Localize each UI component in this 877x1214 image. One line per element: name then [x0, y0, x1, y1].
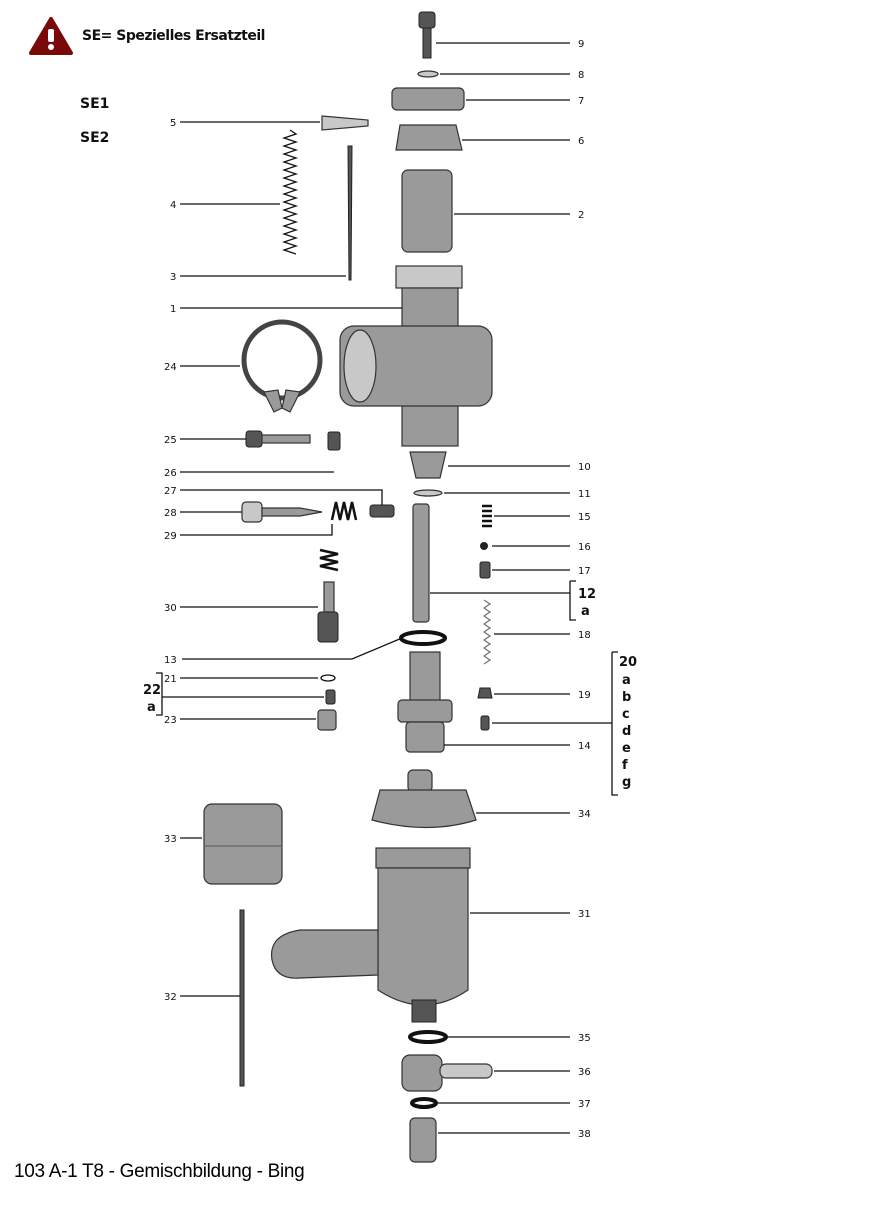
part-14-jet-holder	[397, 651, 453, 753]
label-5: 5	[170, 118, 176, 129]
part-8-washer	[417, 70, 439, 78]
label-23: 23	[164, 715, 177, 726]
label-7: 7	[578, 96, 584, 107]
part-6-cap	[395, 124, 463, 151]
part-38-banjo-bolt	[409, 1117, 437, 1163]
label-8: 8	[578, 70, 584, 81]
part-33-float	[203, 803, 283, 885]
label-21: 21	[164, 674, 177, 685]
part-11-washer	[413, 489, 443, 497]
se2-label: SE2	[80, 130, 110, 146]
label-20b: b	[622, 690, 631, 705]
legend-text: SE= Spezielles Ersatzteil	[82, 28, 265, 44]
part-28-idle-screw	[241, 501, 323, 523]
part-1-carburetor-body	[339, 265, 493, 447]
label-38: 38	[578, 1129, 591, 1140]
label-34: 34	[578, 809, 591, 820]
part-29b-spring	[319, 548, 339, 572]
label-20e: e	[622, 741, 631, 756]
label-20d: d	[622, 724, 631, 739]
part-36-banjo-fitting	[401, 1054, 493, 1092]
part-5-clip	[321, 115, 369, 131]
label-3: 3	[170, 272, 176, 283]
part-9-screw	[418, 11, 436, 59]
label-28: 28	[164, 508, 177, 519]
label-33: 33	[164, 834, 177, 845]
part-31-float-bowl	[270, 847, 471, 1023]
label-1: 1	[170, 304, 176, 315]
part-10-nut	[409, 451, 447, 479]
part-35-gasket	[408, 1030, 448, 1044]
part-19-jet	[477, 687, 493, 699]
part-23-plug	[317, 709, 337, 731]
se1-label: SE1	[80, 96, 110, 112]
label-6: 6	[578, 136, 584, 147]
label-32: 32	[164, 992, 177, 1003]
label-22a: a	[147, 700, 156, 715]
label-15: 15	[578, 512, 591, 523]
label-26: 26	[164, 468, 177, 479]
part-24-clamp	[241, 319, 323, 413]
label-18: 18	[578, 630, 591, 641]
label-31: 31	[578, 909, 591, 920]
label-11: 11	[578, 489, 591, 500]
part-21-washer	[320, 674, 336, 682]
part-22-jet	[325, 689, 336, 705]
part-32-float-needle	[239, 909, 245, 1087]
part-26-nut	[327, 431, 341, 451]
part-29-spring	[330, 501, 358, 521]
leader-lines	[156, 42, 618, 1134]
part-16-ball	[480, 542, 488, 550]
part-20-jet	[480, 715, 490, 731]
label-30: 30	[164, 603, 177, 614]
diagram-caption: 103 A-1 T8 - Gemischbildung - Bing	[14, 1161, 305, 1182]
label-35: 35	[578, 1033, 591, 1044]
part-17-valve	[479, 561, 491, 579]
warning-icon	[29, 17, 73, 55]
part-13-gasket	[399, 630, 447, 646]
label-10: 10	[578, 462, 591, 473]
part-25-screw	[245, 430, 311, 448]
part-2-slide	[401, 169, 453, 253]
label-12: 12	[578, 587, 596, 602]
label-27: 27	[164, 486, 177, 497]
label-20f: f	[622, 758, 628, 773]
label-13: 13	[164, 655, 177, 666]
label-2: 2	[578, 210, 584, 221]
label-19: 19	[578, 690, 591, 701]
label-24: 24	[164, 362, 177, 373]
part-30-screw	[317, 581, 339, 643]
label-20: 20	[619, 655, 637, 670]
part-37-washer	[410, 1097, 438, 1109]
label-20g: g	[622, 775, 631, 790]
label-14: 14	[578, 741, 591, 752]
label-22: 22	[143, 683, 161, 698]
label-9: 9	[578, 39, 584, 50]
part-18-spring	[482, 599, 492, 665]
label-12a: a	[581, 604, 590, 619]
label-37: 37	[578, 1099, 591, 1110]
part-27-screw	[369, 504, 395, 518]
label-25: 25	[164, 435, 177, 446]
label-36: 36	[578, 1067, 591, 1078]
label-20c: c	[622, 707, 630, 722]
label-29: 29	[164, 531, 177, 542]
part-34-float-cover	[371, 769, 477, 829]
part-7-nut	[391, 87, 465, 111]
label-4: 4	[170, 200, 176, 211]
part-15-spring	[482, 504, 492, 528]
part-12-needle-jet	[412, 503, 430, 623]
part-3-needle	[347, 145, 353, 281]
part-4-spring	[281, 129, 299, 255]
label-16: 16	[578, 542, 591, 553]
label-17: 17	[578, 566, 591, 577]
label-20a: a	[622, 673, 631, 688]
special-part-legend: SE= Spezielles Ersatzteil	[28, 16, 265, 56]
